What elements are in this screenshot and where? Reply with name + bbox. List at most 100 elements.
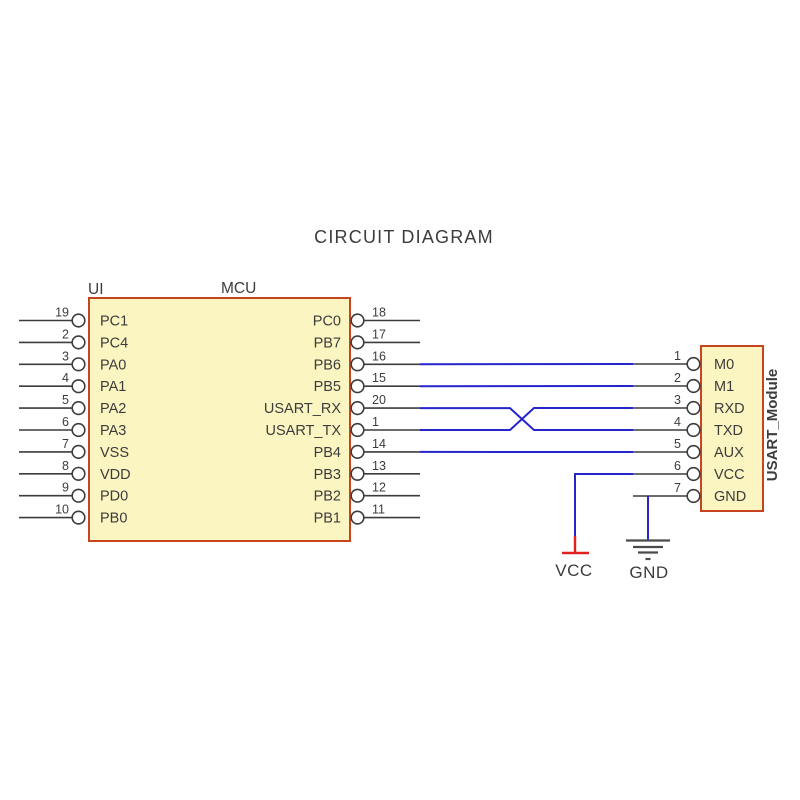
module-pin-m1: 2M1	[633, 371, 734, 395]
pin-number: 6	[674, 459, 681, 473]
pin-number: 12	[372, 481, 386, 495]
pin-number: 18	[372, 306, 386, 320]
pin-circle	[71, 401, 86, 416]
pin-label: PA2	[100, 401, 126, 417]
pin-label: PB5	[314, 379, 341, 395]
pin-number: 5	[674, 437, 681, 451]
gnd-symbol	[626, 539, 670, 561]
pin-number: 20	[372, 393, 386, 407]
pin-label: USART_RX	[264, 401, 341, 417]
pin-number: 6	[62, 415, 69, 429]
pin-number: 7	[62, 437, 69, 451]
pin-number: 2	[674, 371, 681, 385]
pin-label: RXD	[714, 401, 745, 417]
pin-circle	[71, 313, 86, 328]
pin-circle	[686, 444, 701, 460]
pin-circle	[71, 357, 86, 372]
pin-circle	[350, 488, 365, 503]
pin-circle	[71, 379, 86, 394]
pin-circle	[350, 357, 365, 372]
pin-circle	[350, 510, 365, 525]
net-wire-usartrx-txd-crossover	[420, 407, 633, 431]
pin-label: PB3	[314, 467, 341, 483]
pin-label: PA3	[100, 423, 126, 439]
pin-number: 4	[62, 371, 69, 385]
pin-label: PB7	[314, 335, 341, 351]
pin-circle	[71, 466, 86, 481]
pin-number: 2	[62, 327, 69, 341]
pin-label: PD0	[100, 489, 128, 505]
pin-number: 8	[62, 459, 69, 473]
pin-label: USART_TX	[266, 423, 342, 439]
pin-number: 17	[372, 327, 386, 341]
pin-label: PA1	[100, 379, 126, 395]
pin-number: 4	[674, 415, 681, 429]
net-wires	[419, 363, 649, 540]
pin-label: PB2	[314, 489, 341, 505]
pin-circle	[686, 422, 701, 438]
net-wire-vcc	[574, 473, 633, 538]
pin-label: GND	[714, 489, 746, 505]
pin-number: 9	[62, 481, 69, 495]
pin-label: VCC	[714, 467, 745, 483]
pin-circle	[686, 400, 701, 416]
pin-number: 3	[62, 349, 69, 363]
pin-number: 19	[55, 306, 69, 320]
net-wire-usarttx-rxd-crossover	[420, 407, 633, 431]
pin-circle	[350, 444, 365, 460]
pin-circle	[686, 488, 701, 504]
pin-circle	[71, 488, 86, 503]
pin-circle	[350, 401, 365, 416]
pin-circle	[71, 444, 86, 460]
pin-number: 3	[674, 393, 681, 407]
pin-label: AUX	[714, 445, 744, 461]
pin-number: 15	[372, 371, 386, 385]
pin-number: 14	[372, 437, 386, 451]
pin-label: PA0	[100, 357, 126, 373]
mcu-name-label: MCU	[221, 280, 256, 297]
pin-label: TXD	[714, 423, 743, 439]
pin-label: PC1	[100, 314, 128, 330]
pin-number: 1	[372, 415, 379, 429]
pin-number: 11	[372, 503, 385, 517]
pin-circle	[350, 335, 365, 350]
pin-number: 5	[62, 393, 69, 407]
usart-module-name-label: USART_Module	[764, 369, 781, 482]
pin-circle	[686, 356, 701, 372]
mcu-ref-label: UI	[88, 281, 104, 298]
diagram-title: CIRCUIT DIAGRAM	[314, 227, 494, 247]
mcu-block	[88, 297, 351, 542]
pin-circle	[686, 466, 701, 482]
pin-label: PC0	[313, 314, 341, 330]
pin-circle	[71, 335, 86, 350]
pin-circle	[686, 378, 701, 394]
vcc-power-symbol	[562, 536, 589, 555]
pin-circle	[350, 379, 365, 394]
pin-number: 16	[372, 349, 386, 363]
pin-label: PC4	[100, 335, 128, 351]
usart-module-block	[700, 345, 764, 512]
module-pin-m0: 1M0	[633, 349, 734, 373]
pin-number: 10	[55, 503, 69, 517]
pin-label: PB4	[314, 445, 341, 461]
pin-circle	[71, 422, 86, 438]
